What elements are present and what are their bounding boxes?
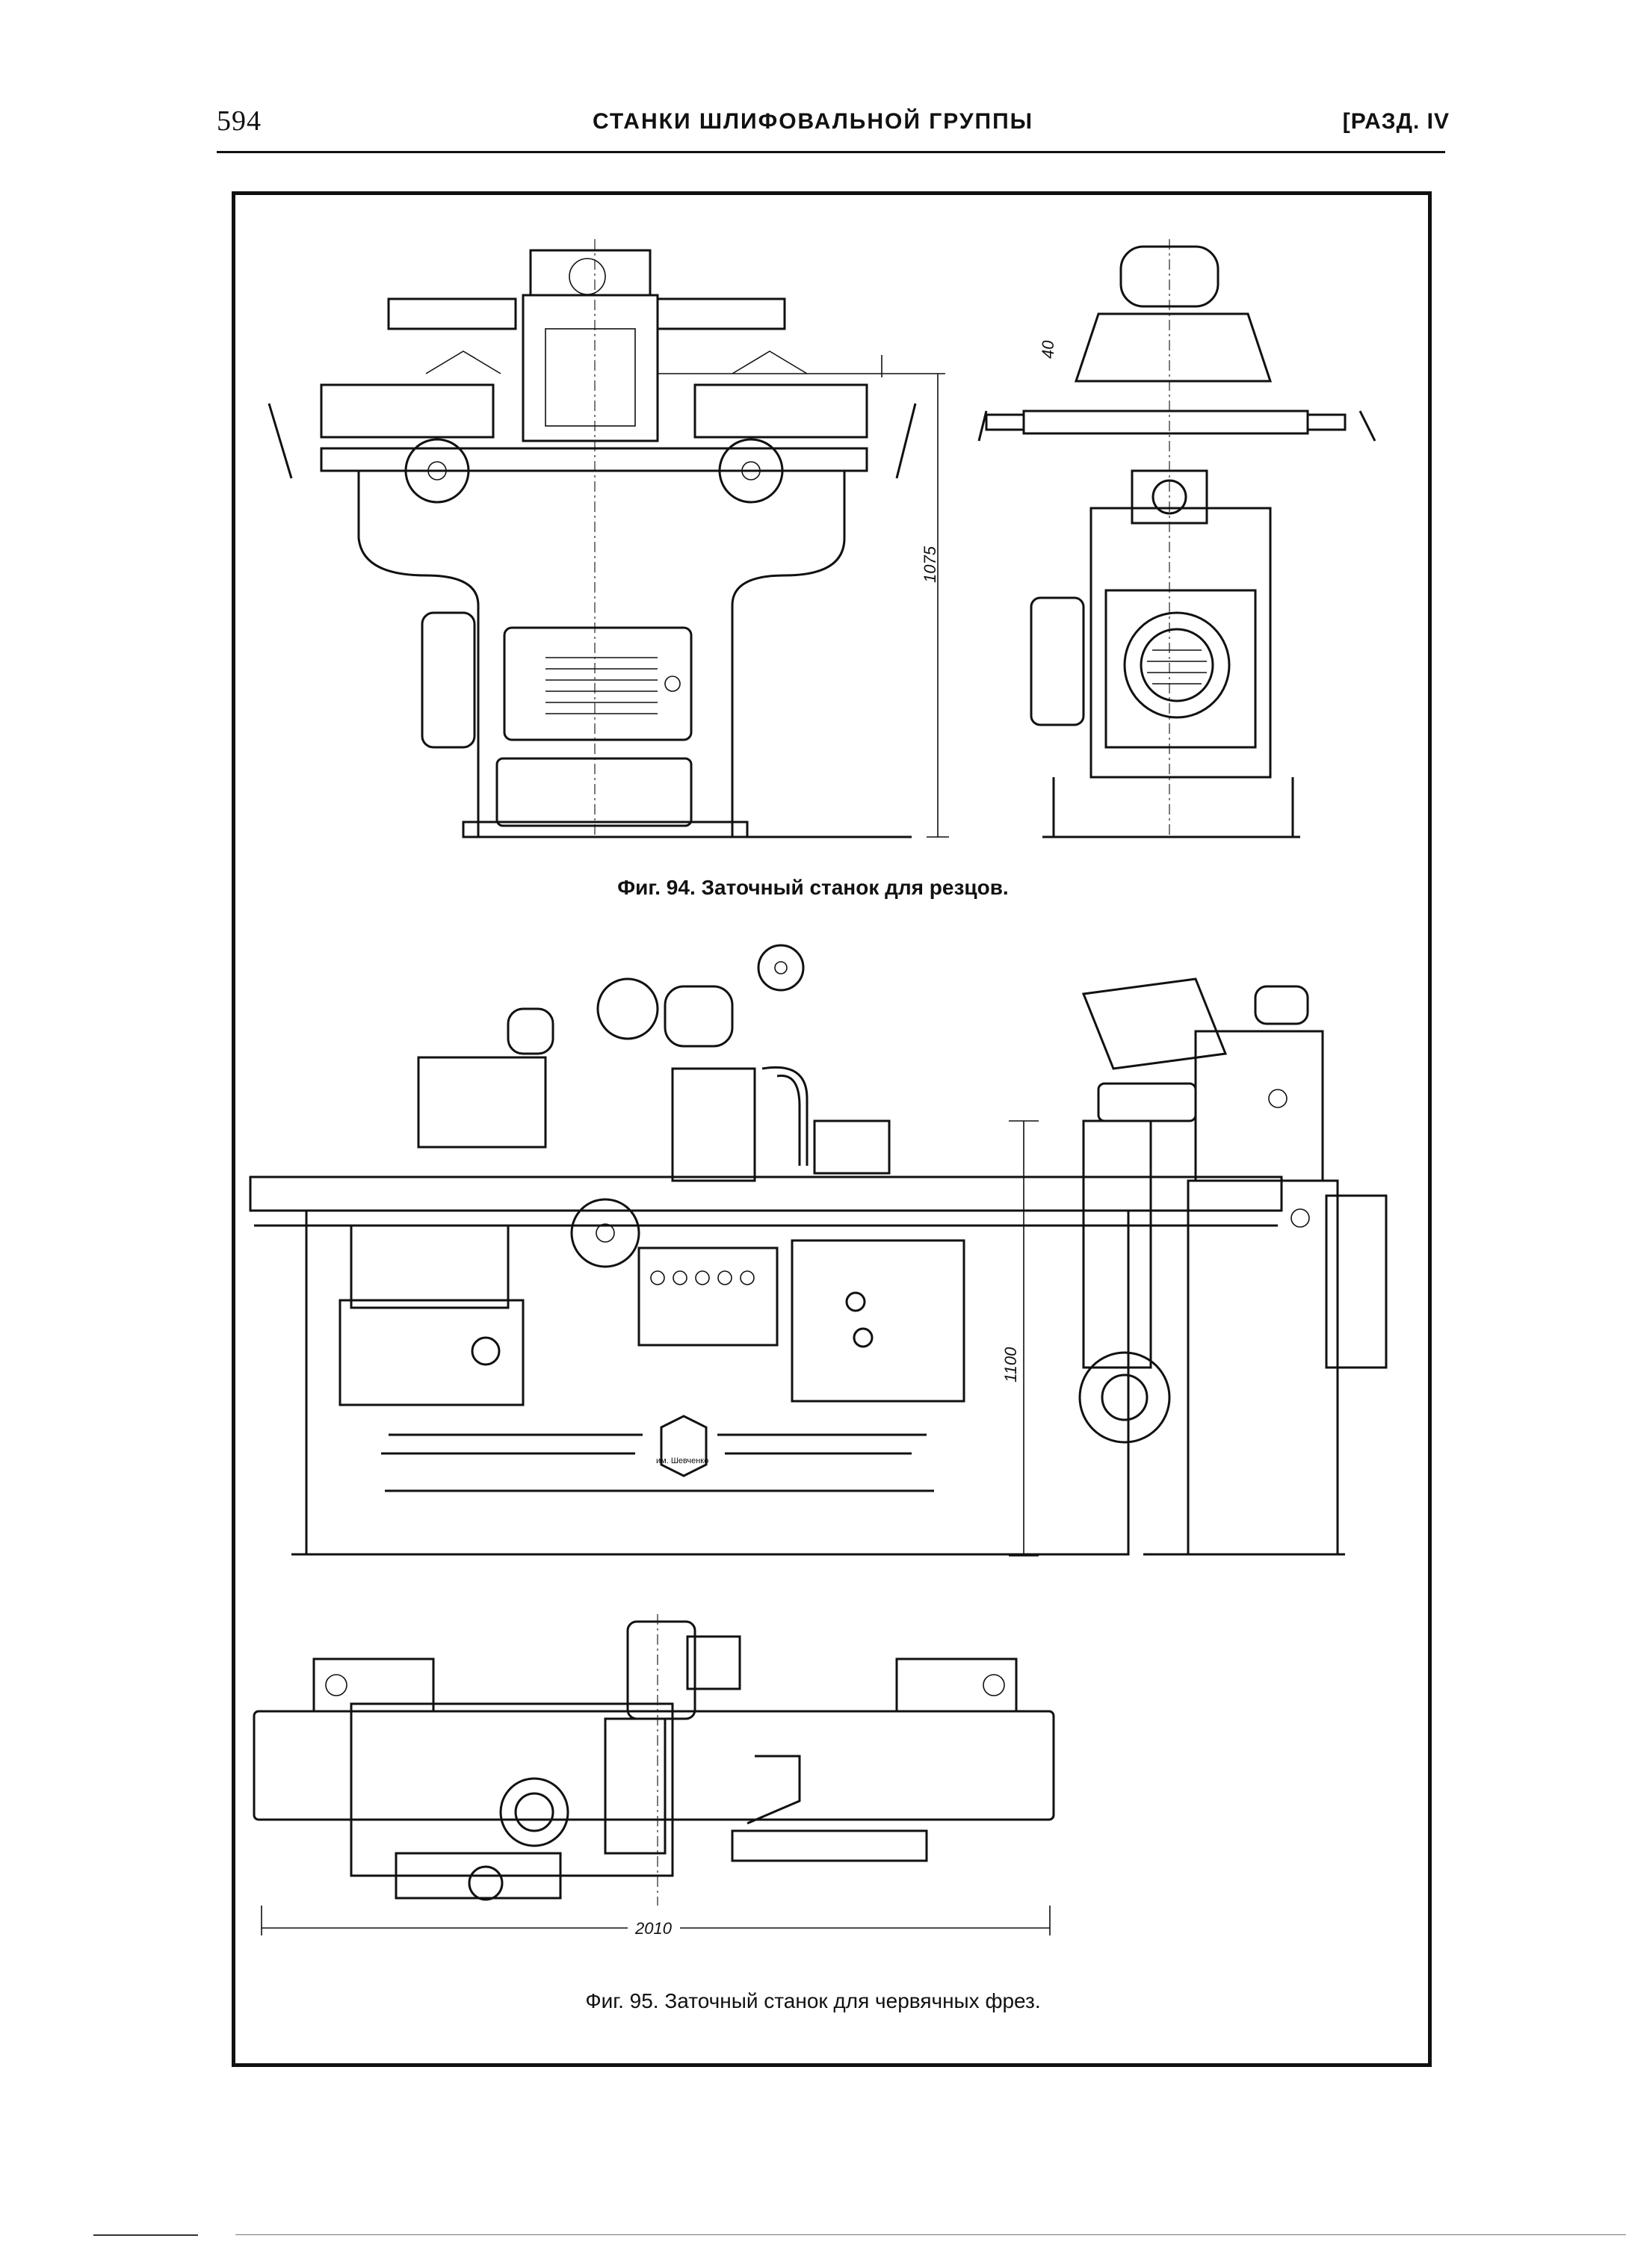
figure-95-caption: Фиг. 95. Заточный станок для червячных ф… (0, 1989, 1626, 2013)
section-label: [РАЗД. IV (1342, 109, 1450, 134)
fig94-side-view (977, 239, 1376, 838)
header-rule (217, 151, 1445, 153)
figure-95-elevation-drawing: им. Шевченко 1100 (249, 944, 1388, 1557)
fig95-front-view: им. Шевченко (249, 944, 1283, 1557)
factory-logo-text: им. Шевченко (656, 1456, 708, 1465)
figure-95-plan-drawing: 2010 (253, 1614, 1055, 1938)
figure-95-title: Заточный станок для червячных фрез. (658, 1989, 1041, 2012)
figure-frame (232, 191, 1432, 2067)
page-number: 594 (217, 105, 262, 137)
fig94-front-view (268, 239, 949, 838)
running-title: СТАНКИ ШЛИФОВАЛЬНОЙ ГРУППЫ (592, 109, 1034, 134)
figure-94-label: Фиг. 94. (617, 876, 696, 899)
figure-95-label: Фиг. 95. (585, 1989, 659, 2012)
figure-94-caption: Фиг. 94. Заточный станок для резцов. (0, 876, 1626, 900)
dim-2010: 2010 (634, 1919, 673, 1938)
fig95-plan-view (253, 1614, 1055, 1938)
dim-40: 40 (1039, 340, 1057, 359)
dim-1100: 1100 (1001, 1347, 1020, 1382)
fig95-side-view (1078, 977, 1388, 1556)
figure-94-drawing: 40 1075 (268, 239, 1376, 838)
dim-1075: 1075 (921, 546, 939, 583)
figure-94-title: Заточный станок для резцов. (695, 876, 1009, 899)
footer-line (235, 2234, 1626, 2235)
footer-mark-left (93, 2234, 198, 2236)
